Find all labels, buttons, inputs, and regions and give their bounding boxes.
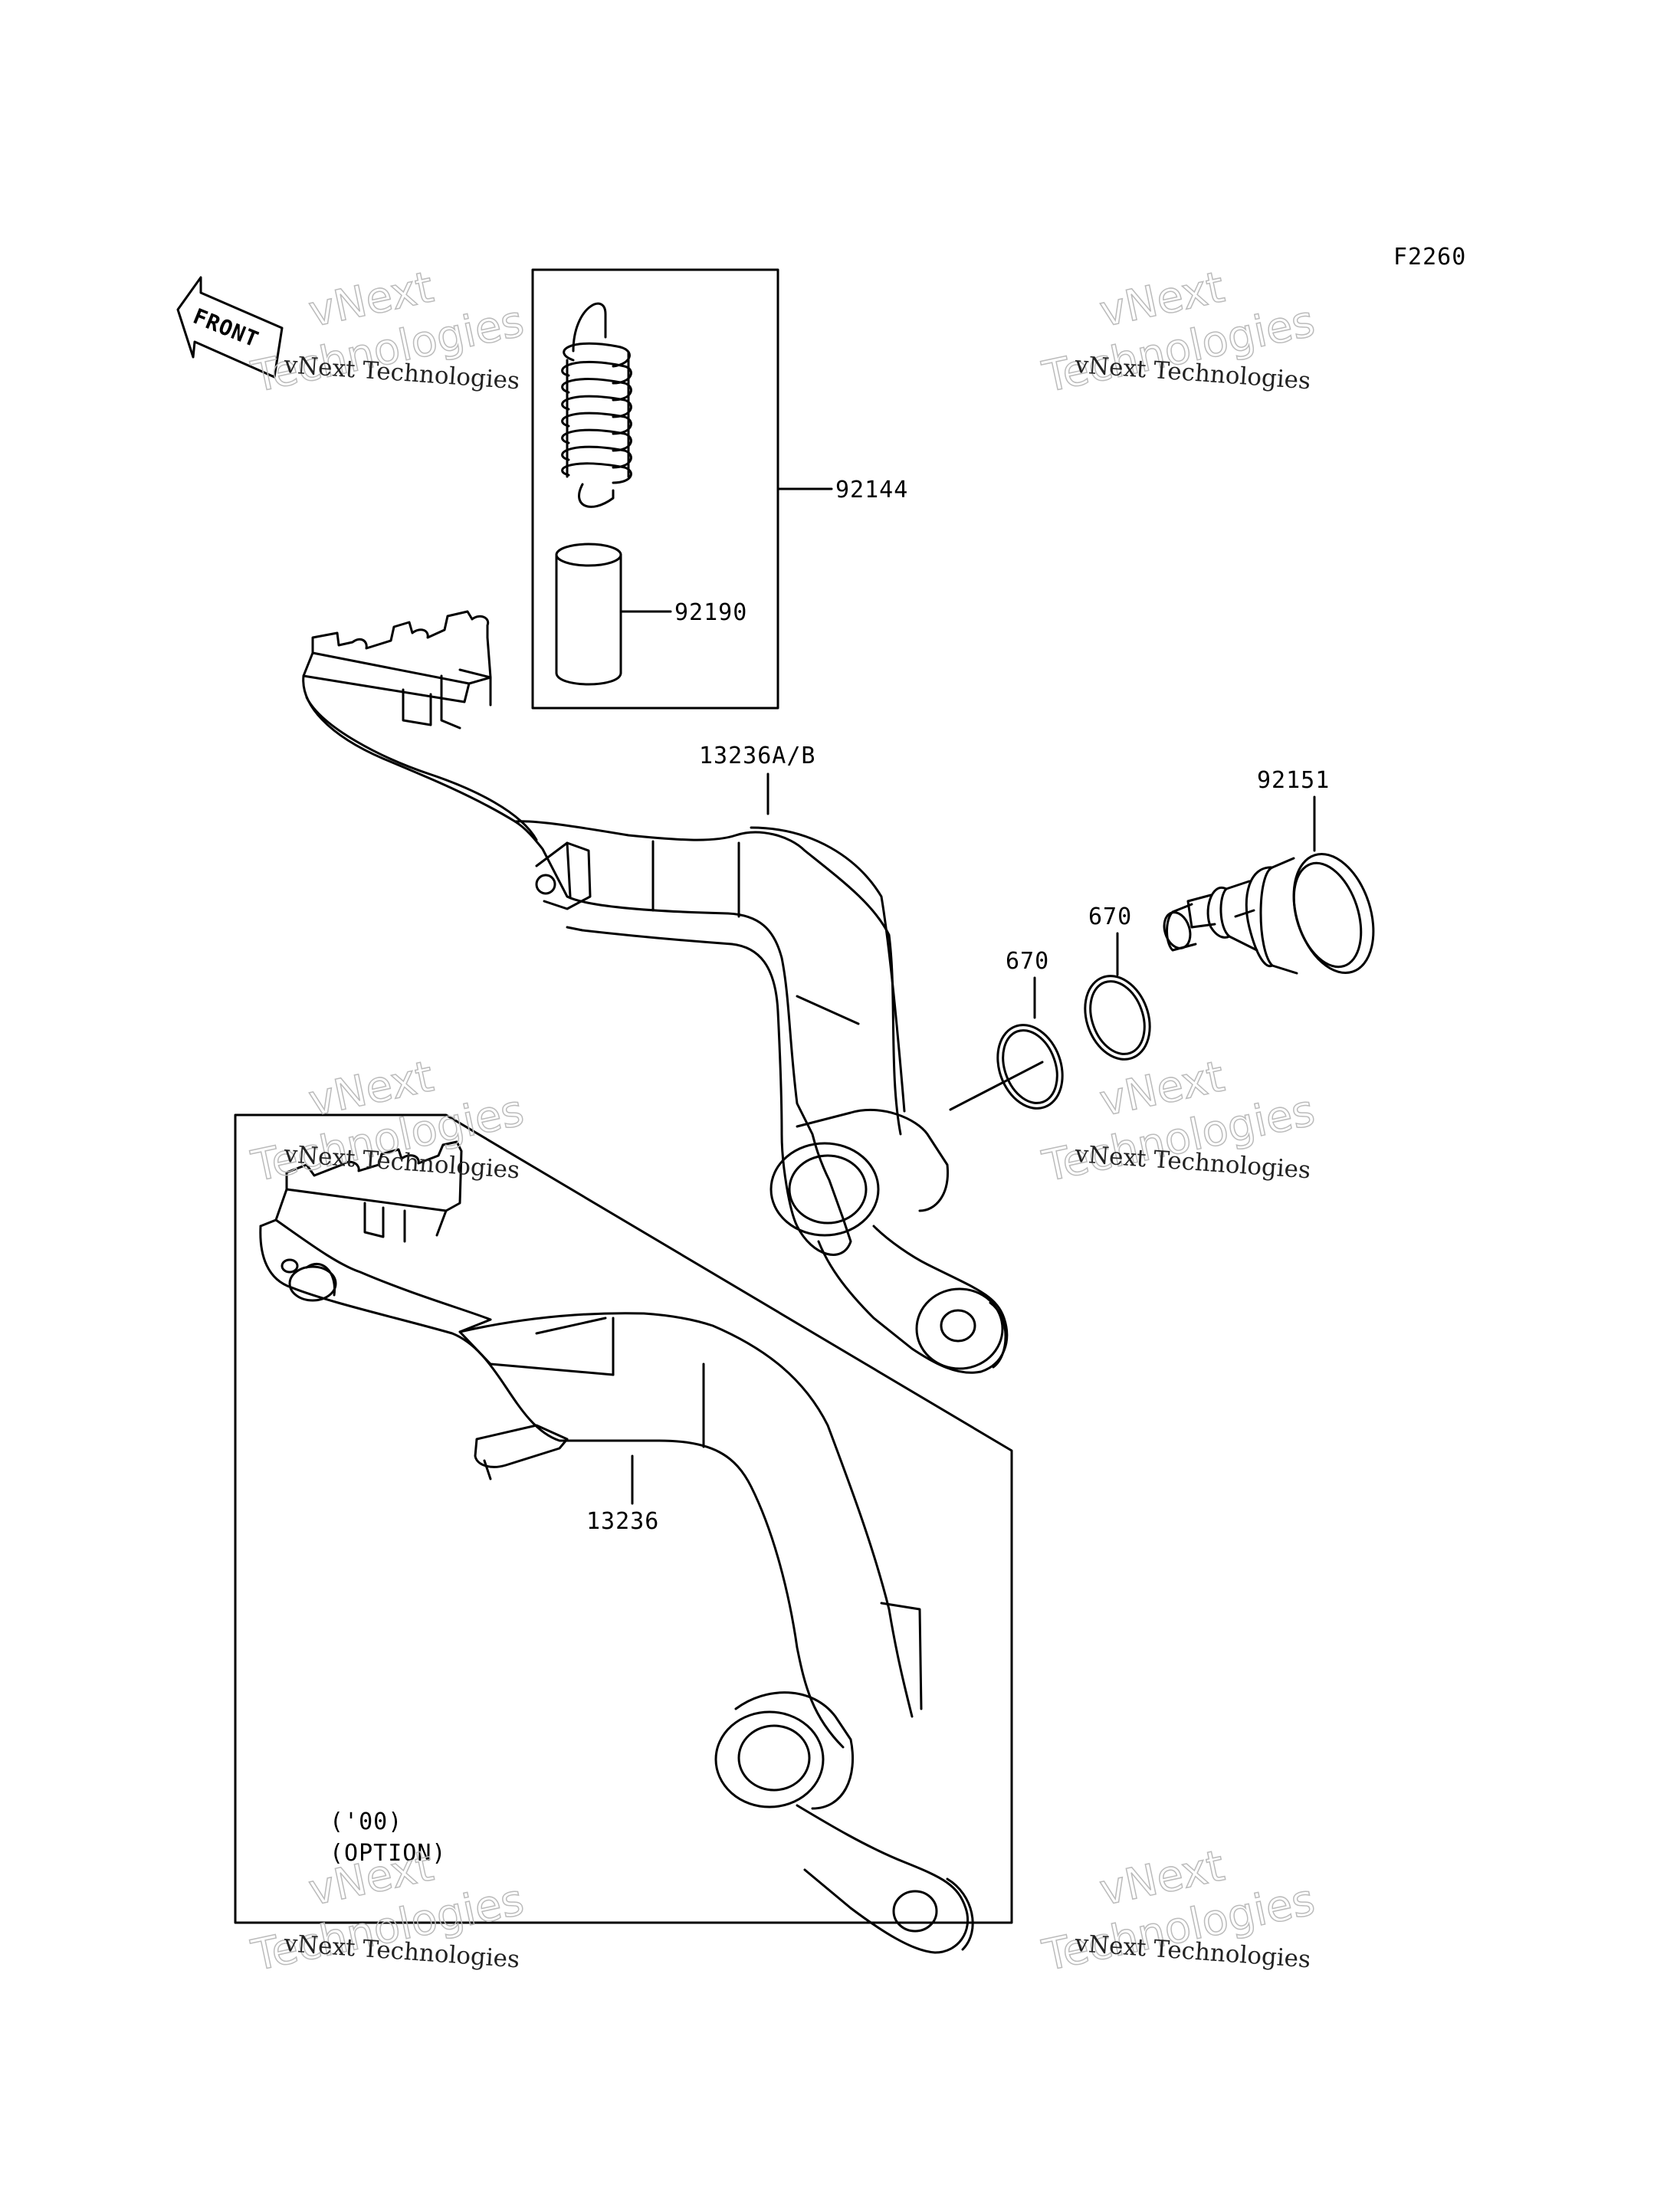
- option-box: [234, 1113, 1013, 1924]
- part-label-670-right: 670: [1088, 903, 1132, 930]
- part-label-13236ab: 13236A/B: [699, 743, 816, 769]
- pivot-bolt-icon: [1163, 852, 1375, 975]
- part-label-92151: 92151: [1257, 767, 1330, 794]
- part-label-92190: 92190: [674, 599, 747, 626]
- part-label-670-left: 670: [1006, 948, 1049, 975]
- o-ring-right-icon: [1084, 975, 1151, 1061]
- brake-pedal-lower: [259, 1140, 974, 1954]
- collar-icon: [555, 543, 622, 686]
- figure-code: F2260: [1393, 244, 1466, 271]
- kit-box: [531, 268, 779, 710]
- option-note-year: ('00): [330, 1808, 402, 1835]
- part-label-13236: 13236: [586, 1508, 659, 1535]
- brake-pedal-upper: [302, 610, 1009, 1374]
- o-ring-left-icon: [996, 1024, 1064, 1110]
- spring-icon: [561, 302, 632, 508]
- option-note-label: (OPTION): [330, 1840, 447, 1867]
- part-label-92144: 92144: [835, 477, 908, 503]
